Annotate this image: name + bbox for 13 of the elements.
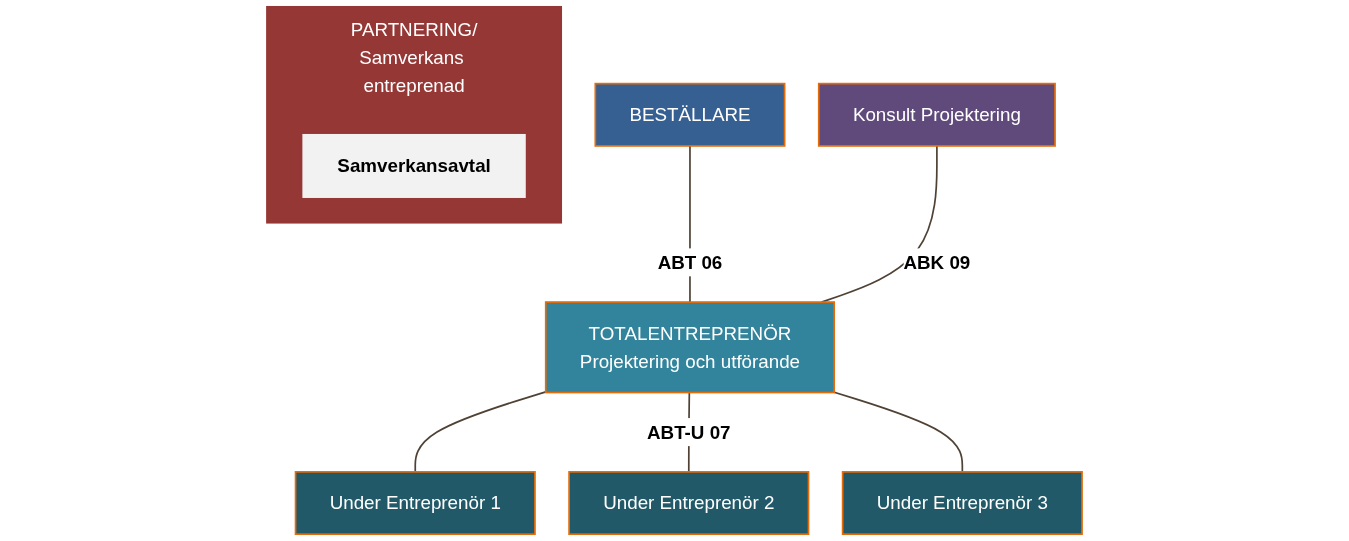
connector — [414, 391, 547, 473]
node-box: Under Entreprenör 1 — [294, 471, 536, 536]
connector — [820, 145, 938, 303]
node-box: Konsult Projektering — [817, 82, 1056, 147]
node-box: Under Entreprenör 2 — [568, 471, 810, 536]
edge-label: ABT-U 07 — [647, 421, 731, 443]
edge-label: ABK 09 — [903, 251, 971, 274]
edge-label: ABT 06 — [657, 251, 723, 274]
node-box: BESTÄLLARE — [594, 82, 786, 147]
node-box: Under Entreprenör 3 — [841, 471, 1083, 536]
node-box: Samverkansavtal — [302, 133, 526, 198]
node-box: TOTALENTREPRENÖR Projektering och utförande — [544, 301, 836, 394]
connector — [833, 391, 964, 473]
